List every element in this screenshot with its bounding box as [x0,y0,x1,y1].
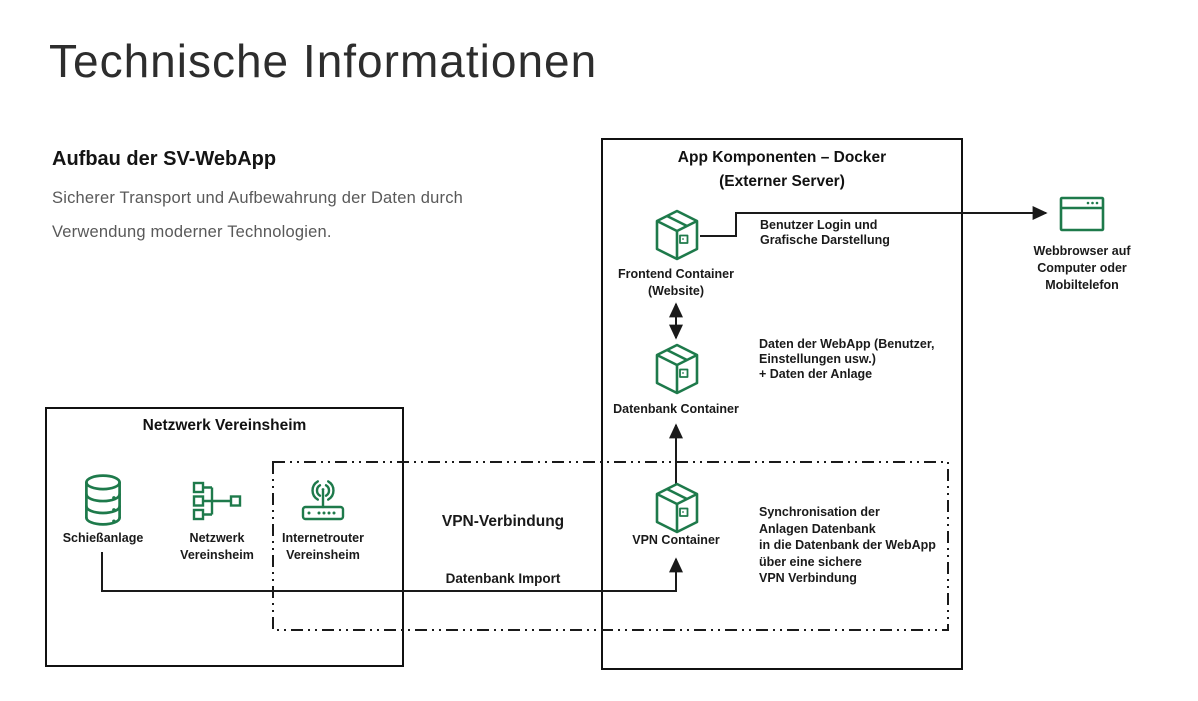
router-icon [295,478,351,522]
docker-box: App Komponenten – Docker (Externer Serve… [601,138,963,670]
section-description-line-1: Sicherer Transport und Aufbewahrung der … [52,189,464,207]
network-icon [192,481,242,521]
docker-box-title-line-2: (Externer Server) [719,173,845,190]
annotation-datenbank: Daten der WebApp (Benutzer, Einstellunge… [759,337,934,382]
annotation-datenbank-line: + Daten der Anlage [759,367,873,381]
annotation-vpn-line: Synchronisation der [759,505,880,519]
frontend-container-label-line-1: Frontend Container [618,267,734,281]
annotation-vpn-line: über eine sichere [759,554,862,569]
annotation-vpn-line: VPN Verbindung [759,571,857,585]
network-box-title: Netzwerk Vereinsheim [142,417,307,434]
datenbank-container-label: Datenbank Container [613,402,739,416]
annotation-frontend: Benutzer Login und Grafische Darstellung [760,218,890,248]
vpn-container-icon [654,482,700,534]
browser-label-line-3: Mobiltelefon [1045,278,1119,292]
page-title: Technische Informationen [49,35,598,87]
node-label-schiessanlage: Schießanlage [62,531,144,545]
annotation-datenbank-line: Daten der WebApp (Benutzer, [759,337,935,351]
frontend-container-icon [654,209,700,261]
node-label-internetrouter-line-2: Vereinsheim [286,548,360,562]
vpn-zone-title: VPN-Verbindung [441,513,565,530]
vpn-container-label: VPN Container [632,533,720,547]
annotation-vpn: Synchronisation der Anlagen Datenbank in… [759,504,936,587]
node-label-netzwerk-line-2: Vereinsheim [180,548,254,562]
annotation-vpn-line: in die Datenbank der WebApp [759,538,936,552]
annotation-frontend-line: Grafische Darstellung [760,233,890,247]
frontend-container-label-line-2: (Website) [647,284,705,298]
node-label-netzwerk-line-1: Netzwerk [189,531,245,545]
browser-label-line-1: Webbrowser auf [1033,244,1131,258]
section-heading: Aufbau der SV-WebApp [52,148,277,170]
annotation-vpn-line: Anlagen Datenbank [759,521,876,536]
section-description-line-2: Verwendung moderner Technologien. [52,223,332,241]
import-label: Datenbank Import [445,571,561,586]
browser-label-line-2: Computer oder [1037,261,1127,275]
datenbank-container-icon [654,343,700,395]
annotation-frontend-line: Benutzer Login und [760,218,878,232]
annotation-datenbank-line: Einstellungen usw.) [759,352,876,366]
browser-icon [1059,195,1105,233]
database-icon [80,473,126,527]
node-label-internetrouter-line-1: Internetrouter [282,531,364,545]
docker-box-title-line-1: App Komponenten – Docker [677,149,887,166]
